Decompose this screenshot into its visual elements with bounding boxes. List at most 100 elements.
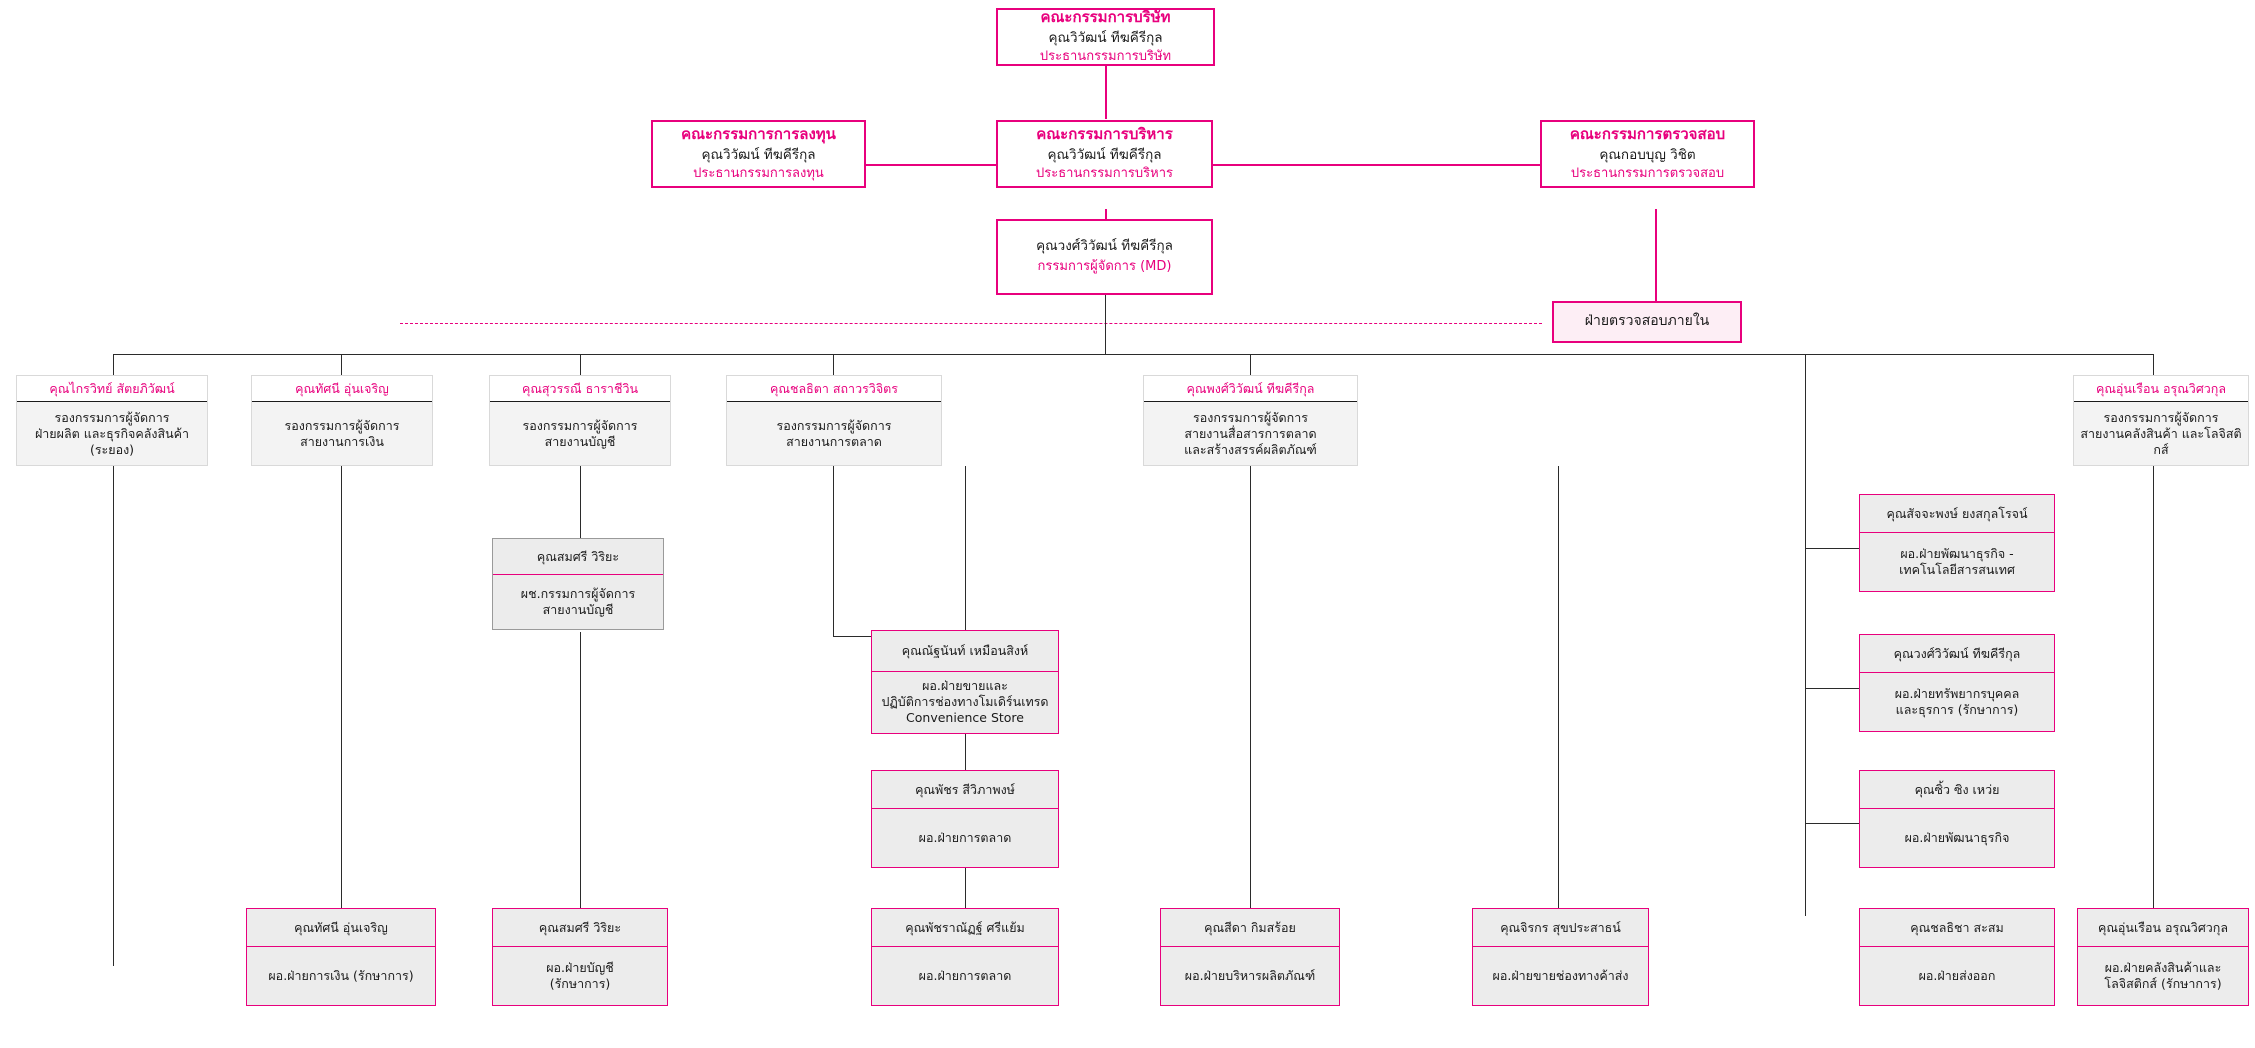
- connector-drop-accounting: [580, 354, 581, 375]
- dir-product-mgmt-title: คุณสีดา กิมสร้อย: [1161, 909, 1339, 948]
- dir-bizdev-title: คุณซิ้ว ซิง เหว่ย: [1860, 771, 2054, 810]
- dir-warehouse-title: คุณอุ่นเรือน อรุณวิศวกุล: [2078, 909, 2248, 948]
- node-dir-warehouse[interactable]: คุณอุ่นเรือน อรุณวิศวกุล ผอ.ฝ่ายคลังสินค…: [2077, 908, 2249, 1006]
- node-dir-product-mgmt[interactable]: คุณสีดา กิมสร้อย ผอ.ฝ่ายบริหารผลิตภัณฑ์: [1160, 908, 1340, 1006]
- dir-warehouse-sub: ผอ.ฝ่ายคลังสินค้าและ โลจิสติกส์ (รักษากา…: [2104, 960, 2222, 992]
- tap-hr-admin: [1805, 688, 1859, 689]
- node-board-of-directors[interactable]: คณะกรรมการบริษัท คุณวิวัฒน์ ทีฆคีรีกุล ป…: [996, 8, 1215, 66]
- investment-head: คณะกรรมการการลงทุน: [681, 125, 836, 144]
- dir-marketing-title: คุณพัชร สีวิภาพงษ์: [872, 771, 1058, 810]
- connector-drop-production: [113, 354, 114, 375]
- audit-head: คณะกรรมการตรวจสอบ: [1569, 125, 1726, 144]
- node-dir-modern-trade[interactable]: คุณณัฐนันท์ เหมือนสิงห์ ผอ.ฝ่ายขายและ ปฏ…: [871, 630, 1059, 734]
- node-dir-hr-admin[interactable]: คุณวงศ์วิวัฒน์ ทีฆคีรีกุล ผอ.ฝ่ายทรัพยาก…: [1859, 634, 2055, 732]
- executive-name: คุณวิวัฒน์ ทีฆคีรีกุล: [1047, 146, 1162, 163]
- dmd-accounting-title: คุณสุวรรณี ธาราชีวิน: [490, 376, 670, 402]
- node-dmd-accounting[interactable]: คุณสุวรรณี ธาราชีวิน รองกรรมการผู้จัดการ…: [489, 375, 671, 466]
- dir-sales-channel-title: คุณจิรกร สุขประสาธน์: [1473, 909, 1648, 948]
- board-head: คณะกรรมการบริษัท: [1040, 8, 1171, 27]
- spine-right-branch: [1805, 375, 1806, 916]
- asst-md-accounting-sub: ผช.กรรมการผู้จัดการ สายงานบัญชี: [520, 586, 636, 617]
- node-dir-export[interactable]: คุณชลธิชา สะสม ผอ.ฝ่ายส่งออก: [1859, 908, 2055, 1006]
- connector-board-to-exec: [1105, 66, 1107, 119]
- connector-md-trunk: [1105, 295, 1106, 355]
- dir-bizdev-it-sub: ผอ.ฝ่ายพัฒนาธุรกิจ - เทคโนโลยีสารสนเทศ: [1899, 546, 2015, 578]
- audit-name: คุณกอบบุญ วิชิต: [1599, 146, 1696, 163]
- dir-marketing-sub: ผอ.ฝ่ายการตลาด: [918, 830, 1012, 846]
- node-dmd-logistics[interactable]: คุณอุ่นเรือน อรุณวิศวกุล รองกรรมการผู้จั…: [2073, 375, 2249, 466]
- node-dmd-marcom[interactable]: คุณพงศ์วิวัฒน์ ทีฆคีรีกุล รองกรรมการผู้จ…: [1143, 375, 1358, 466]
- dir-export-sub: ผอ.ฝ่ายส่งออก: [1918, 968, 1996, 984]
- node-audit-committee[interactable]: คณะกรรมการตรวจสอบ คุณกอบบุญ วิชิต ประธาน…: [1540, 120, 1755, 188]
- connector-exec-to-audit: [1213, 164, 1540, 166]
- tap-bizdev: [1805, 823, 1859, 824]
- node-dmd-marketing[interactable]: คุณชลธิตา สถาวรวิจิตร รองกรรมการผู้จัดกา…: [726, 375, 942, 466]
- dir-bizdev-it-title: คุณสัจจะพงษ์ ยงสกุลโรจน์: [1860, 495, 2054, 534]
- dmd-marcom-sub: รองกรรมการผู้จัดการ สายงานสื่อสารการตลาด…: [1144, 402, 1357, 465]
- spine-accounting-lower: [580, 632, 581, 916]
- dir-finance-sub: ผอ.ฝ่ายการเงิน (รักษาการ): [268, 968, 414, 984]
- dir-product-mgmt-sub: ผอ.ฝ่ายบริหารผลิตภัณฑ์: [1184, 968, 1316, 984]
- md-role: กรรมการผู้จัดการ (MD): [1037, 259, 1172, 275]
- dir-hr-admin-sub: ผอ.ฝ่ายทรัพยากรบุคคล และธุรการ (รักษาการ…: [1894, 686, 2020, 718]
- connector-drop-right-branch: [1805, 354, 1806, 375]
- dir-accounting-title: คุณสมศรี วิริยะ: [493, 909, 667, 948]
- node-dir-bizdev[interactable]: คุณซิ้ว ซิง เหว่ย ผอ.ฝ่ายพัฒนาธุรกิจ: [1859, 770, 2055, 868]
- board-role: ประธานกรรมการบริษัท: [1039, 48, 1172, 64]
- node-asst-md-accounting[interactable]: คุณสมศรี วิริยะ ผช.กรรมการผู้จัดการ สายง…: [492, 538, 664, 630]
- tap-modern-trade: [833, 636, 873, 637]
- dir-marketing-bottom-title: คุณพัชราณัฏฐ์ ศรีแย้ม: [872, 909, 1058, 948]
- executive-head: คณะกรรมการบริหาร: [1036, 125, 1173, 144]
- dir-marketing-bottom-sub: ผอ.ฝ่ายการตลาด: [918, 968, 1012, 984]
- dmd-marcom-title: คุณพงศ์วิวัฒน์ ทีฆคีรีกุล: [1144, 376, 1357, 402]
- dmd-marketing-title: คุณชลธิตา สถาวรวิจิตร: [727, 376, 941, 402]
- executive-role: ประธานกรรมการบริหาร: [1036, 165, 1173, 181]
- tap-bizdev-it: [1805, 548, 1859, 549]
- node-dir-marketing[interactable]: คุณพัชร สีวิภาพงษ์ ผอ.ฝ่ายการตลาด: [871, 770, 1059, 868]
- audit-role: ประธานกรรมการตรวจสอบ: [1570, 165, 1725, 181]
- connector-dashed-internal-audit: [400, 323, 1542, 324]
- node-executive-committee[interactable]: คณะกรรมการบริหาร คุณวิวัฒน์ ทีฆคีรีกุล ป…: [996, 120, 1213, 188]
- connector-audit-to-internal-audit: [1655, 209, 1657, 301]
- dir-accounting-sub: ผอ.ฝ่ายบัญชี (รักษาการ): [546, 960, 614, 992]
- connector-drop-finance: [341, 354, 342, 375]
- dmd-finance-title: คุณทัศนี อุ่นเจริญ: [252, 376, 432, 402]
- node-managing-director[interactable]: คุณวงศ์วิวัฒน์ ทีฆคีรีกุล กรรมการผู้จัดก…: [996, 219, 1213, 295]
- node-dir-sales-channel[interactable]: คุณจิรกร สุขประสาธน์ ผอ.ฝ่ายขายช่องทางค้…: [1472, 908, 1649, 1006]
- node-dir-bizdev-it[interactable]: คุณสัจจะพงษ์ ยงสกุลโรจน์ ผอ.ฝ่ายพัฒนาธุร…: [1859, 494, 2055, 592]
- node-dir-finance[interactable]: คุณทัศนี อุ่นเจริญ ผอ.ฝ่ายการเงิน (รักษา…: [246, 908, 436, 1006]
- asst-md-accounting-title: คุณสมศรี วิริยะ: [493, 539, 663, 575]
- dmd-marketing-sub: รองกรรมการผู้จัดการ สายงานการตลาด: [727, 402, 941, 465]
- dmd-logistics-sub: รองกรรมการผู้จัดการ สายงานคลังสินค้า และ…: [2074, 402, 2248, 465]
- investment-name: คุณวิวัฒน์ ทีฆคีรีกุล: [701, 146, 816, 163]
- dir-finance-title: คุณทัศนี อุ่นเจริญ: [247, 909, 435, 948]
- spine-marketing-a: [833, 466, 834, 636]
- connector-drop-marcom: [1250, 354, 1251, 375]
- connector-drop-marketing: [833, 354, 834, 375]
- dir-modern-trade-sub: ผอ.ฝ่ายขายและ ปฏิบัติการช่องทางโมเดิร์นเ…: [881, 678, 1049, 726]
- spine-logistics: [2153, 466, 2154, 916]
- spine-marcom: [1250, 466, 1251, 916]
- dir-bizdev-sub: ผอ.ฝ่ายพัฒนาธุรกิจ: [1904, 830, 2010, 846]
- connector-investment-to-exec: [866, 164, 996, 166]
- board-name: คุณวิวัฒน์ ทีฆคีรีกุล: [1048, 29, 1163, 46]
- internal-audit-label: ฝ่ายตรวจสอบภายใน: [1584, 313, 1710, 330]
- spine-accounting-upper: [580, 466, 581, 552]
- dir-hr-admin-title: คุณวงศ์วิวัฒน์ ทีฆคีรีกุล: [1860, 635, 2054, 674]
- spine-sales: [1558, 466, 1559, 916]
- dir-export-title: คุณชลธิชา สะสม: [1860, 909, 2054, 948]
- dir-sales-channel-sub: ผอ.ฝ่ายขายช่องทางค้าส่ง: [1492, 968, 1629, 984]
- connector-main-bus: [113, 354, 2153, 355]
- dir-modern-trade-title: คุณณัฐนันท์ เหมือนสิงห์: [872, 631, 1058, 672]
- node-dir-accounting[interactable]: คุณสมศรี วิริยะ ผอ.ฝ่ายบัญชี (รักษาการ): [492, 908, 668, 1006]
- spine-production: [113, 466, 114, 966]
- node-dir-marketing-bottom[interactable]: คุณพัชราณัฏฐ์ ศรีแย้ม ผอ.ฝ่ายการตลาด: [871, 908, 1059, 1006]
- dmd-accounting-sub: รองกรรมการผู้จัดการ สายงานบัญชี: [490, 402, 670, 465]
- node-investment-committee[interactable]: คณะกรรมการการลงทุน คุณวิวัฒน์ ทีฆคีรีกุล…: [651, 120, 866, 188]
- dmd-production-title: คุณไกรวิทย์ สัตยภิวัฒน์: [17, 376, 207, 402]
- node-dmd-finance[interactable]: คุณทัศนี อุ่นเจริญ รองกรรมการผู้จัดการ ส…: [251, 375, 433, 466]
- node-dmd-production[interactable]: คุณไกรวิทย์ สัตยภิวัฒน์ รองกรรมการผู้จัด…: [16, 375, 208, 466]
- node-internal-audit[interactable]: ฝ่ายตรวจสอบภายใน: [1552, 301, 1742, 343]
- dmd-finance-sub: รองกรรมการผู้จัดการ สายงานการเงิน: [252, 402, 432, 465]
